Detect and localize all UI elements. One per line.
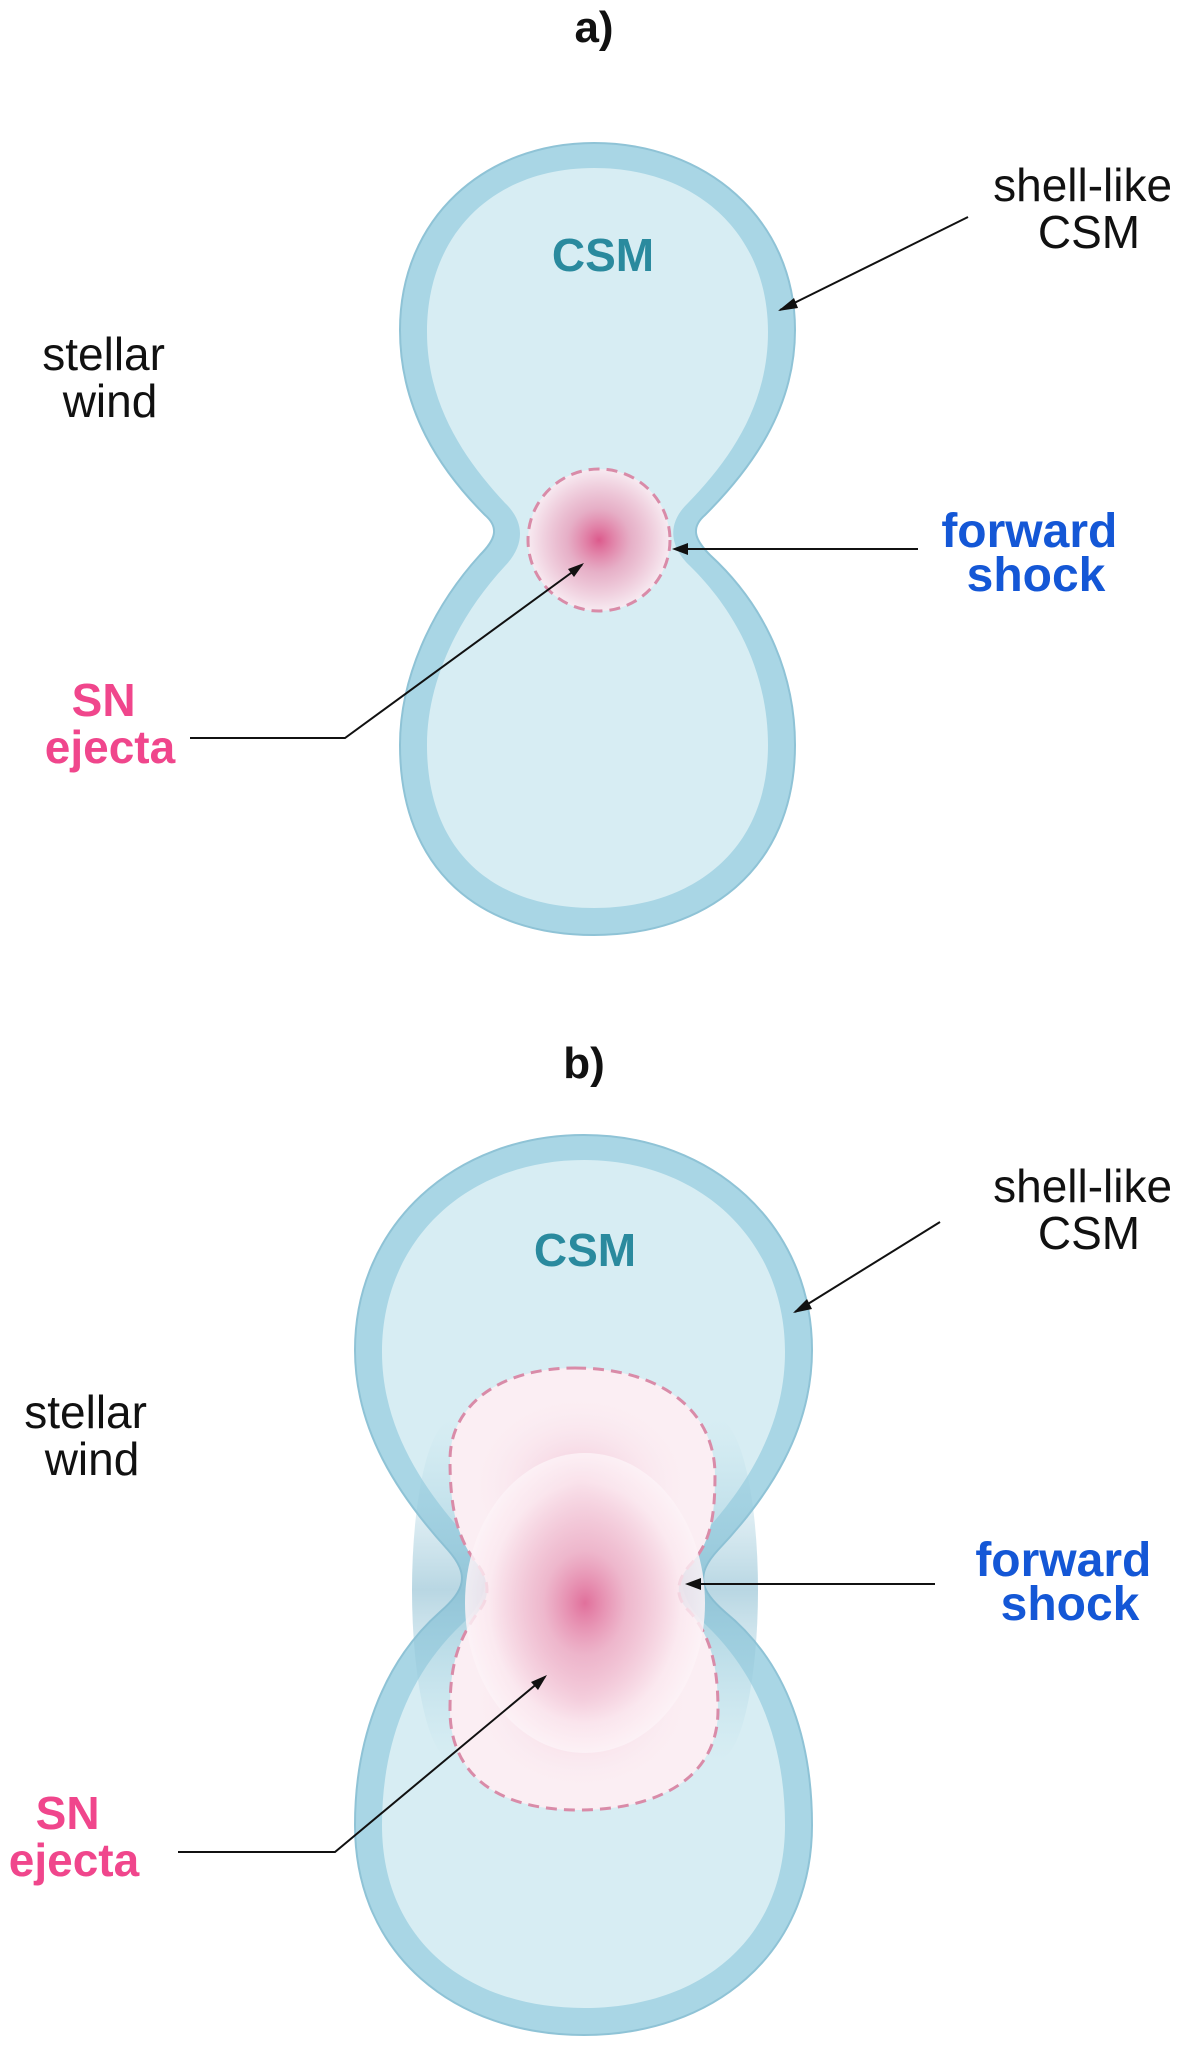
panel-a-shell-csm-label: shell-like CSM (993, 159, 1185, 258)
panel-b-ejecta-leader (178, 1676, 546, 1853)
panel-b-stellar-wind-label: stellar wind (24, 1386, 160, 1485)
panel-b-forward-shock-label: forward shock (975, 1534, 1164, 1631)
panel-a-shell-leader (779, 216, 969, 311)
panel-a-shock-arrowhead (672, 543, 688, 555)
panel-a-shell-arrowhead (778, 298, 798, 311)
panel-b-csm-label: CSM (534, 1224, 636, 1276)
panel-a-label: a) (574, 3, 613, 52)
panel-a-forward-shock-label: forward shock (941, 505, 1130, 602)
panel-b-shock-arrowhead (685, 1578, 701, 1590)
panel-b-label: b) (563, 1039, 605, 1088)
panel-b-shell-leader (794, 1221, 941, 1313)
panel-b-shell-csm-label: shell-like CSM (993, 1160, 1185, 1259)
panel-a-ejecta-arrowhead (568, 563, 584, 577)
panel-a-sn-ejecta-label: SN ejecta (45, 674, 176, 773)
panel-a-ejecta-leader (190, 564, 583, 739)
panel-a: a) CSM shell-like CSM stellar wind forwa… (42, 3, 1185, 937)
panel-b-shell-arrowhead (793, 1299, 812, 1313)
panel-b-ejecta-arrowhead (531, 1675, 547, 1690)
panel-b: b) CSM shell-like CSM stellar wind (9, 1039, 1185, 2037)
panel-b-ejecta-core (465, 1453, 705, 1753)
panel-a-csm-label: CSM (552, 229, 654, 281)
panel-a-stellar-wind-label: stellar wind (42, 328, 178, 427)
panel-a-sn-ejecta (526, 467, 672, 613)
panel-b-sn-ejecta-label: SN ejecta (9, 1787, 140, 1886)
